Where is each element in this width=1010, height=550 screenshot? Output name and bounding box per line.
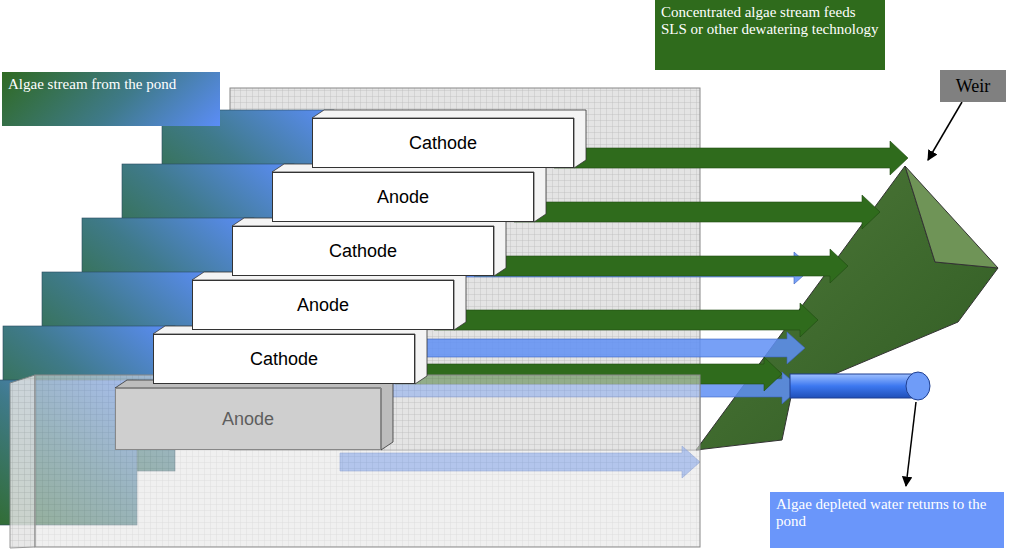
callout-text: Concentrated algae stream feeds SLS or o… [661,4,879,39]
cathode-plate: Cathode [312,118,574,168]
pipe-body [790,374,918,398]
plate-edge [232,218,506,276]
plate-edge [153,326,427,384]
callout-text: Algae depleted water returns to the pond [776,496,998,531]
outflow-label: Algae depleted water returns to the pond [770,492,1004,548]
concentrate-flow-arrow [554,141,908,175]
plate-edge [192,272,466,330]
cathode-plate: Cathode [232,226,494,276]
inflow-label: Algae stream from the pond [2,72,220,126]
front-panel [35,375,700,547]
concentrate-flow-arrow [514,195,880,229]
callout-text: Weir [956,76,991,97]
electrode-label: Cathode [409,133,477,154]
electrode-label: Cathode [329,241,397,262]
pipe-end [906,372,930,400]
plate-edge [272,164,546,222]
outflow-leader [906,402,916,486]
weir-leader [928,102,962,160]
anode-plate: Anode [272,172,534,222]
electrode-label: Anode [222,409,274,430]
electrode-label: Anode [377,187,429,208]
return-pipe [790,372,930,400]
plate-edge [312,110,586,168]
callout-text: Algae stream from the pond [8,76,176,93]
concentrate-label: Concentrated algae stream feeds SLS or o… [655,0,885,70]
depleted-flow-arrow [420,332,805,364]
electrode-label: Anode [297,295,349,316]
front-panel-side [10,375,35,548]
concentrate-flow-arrow [474,249,848,283]
plate-depth [115,110,586,450]
anode-plate: Anode [192,280,454,330]
weir-lip [905,166,998,268]
plate-edge [115,380,393,450]
electrode-label: Cathode [250,349,318,370]
concentrate-flow-arrow [434,303,818,337]
cathode-plate: Cathode [153,334,415,384]
weir-label: Weir [940,70,1006,102]
anode-plate: Anode [115,388,381,450]
